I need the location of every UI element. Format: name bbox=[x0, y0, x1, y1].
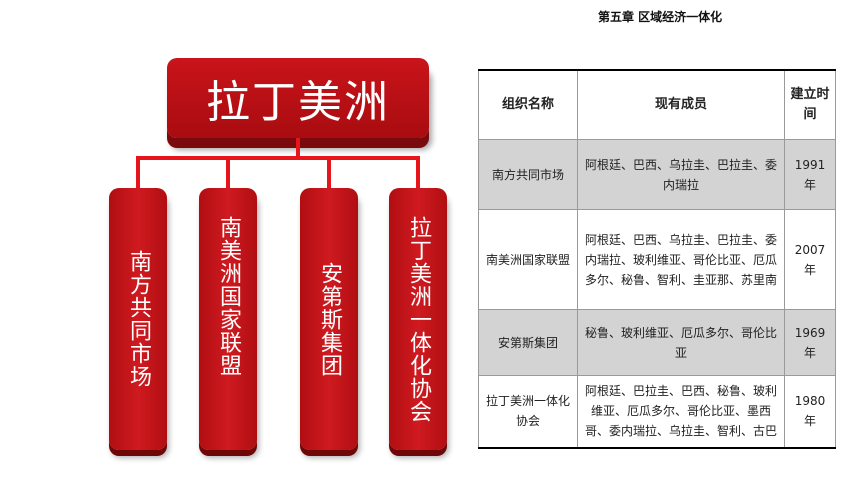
col-header-year: 建立时间 bbox=[784, 69, 836, 140]
cell-name: 安第斯集团 bbox=[478, 309, 578, 376]
branch-label: 拉丁美洲一体化协会 bbox=[406, 216, 431, 423]
table-row: 南方共同市场 阿根廷、巴西、乌拉圭、巴拉圭、委内瑞拉 1991 年 bbox=[478, 139, 836, 210]
branch-andean-group: 安第斯集团 bbox=[300, 188, 358, 450]
table-header-row: 组织名称 现有成员 建立时间 bbox=[478, 69, 836, 140]
cell-name: 南方共同市场 bbox=[478, 139, 578, 210]
cell-members: 阿根廷、巴西、乌拉圭、巴拉圭、委内瑞拉 bbox=[577, 139, 785, 210]
chapter-header: 第五章 区域经济一体化 bbox=[598, 10, 723, 24]
cell-year: 2007 年 bbox=[784, 209, 836, 310]
cell-members: 阿根廷、巴西、乌拉圭、巴拉圭、委内瑞拉、玻利维亚、哥伦比亚、厄瓜多尔、秘鲁、智利… bbox=[577, 209, 785, 310]
connector-branch-2 bbox=[226, 156, 230, 190]
connector-branch-3 bbox=[327, 156, 331, 190]
organization-table: 组织名称 现有成员 建立时间 南方共同市场 阿根廷、巴西、乌拉圭、巴拉圭、委内瑞… bbox=[478, 69, 836, 449]
cell-members: 秘鲁、玻利维亚、厄瓜多尔、哥伦比亚 bbox=[577, 309, 785, 376]
branch-unasur: 南美洲国家联盟 bbox=[199, 188, 257, 450]
cell-year: 1969 年 bbox=[784, 309, 836, 376]
connector-branch-4 bbox=[416, 156, 420, 190]
branch-mercosur: 南方共同市场 bbox=[109, 188, 167, 450]
table-row: 南美洲国家联盟 阿根廷、巴西、乌拉圭、巴拉圭、委内瑞拉、玻利维亚、哥伦比亚、厄瓜… bbox=[478, 209, 836, 310]
branch-label: 南美洲国家联盟 bbox=[216, 216, 241, 377]
branch-aladi: 拉丁美洲一体化协会 bbox=[389, 188, 447, 450]
cell-name: 南美洲国家联盟 bbox=[478, 209, 578, 310]
table-row: 拉丁美洲一体化协会 阿根廷、巴拉圭、巴西、秘鲁、玻利维亚、厄瓜多尔、哥伦比亚、墨… bbox=[478, 375, 836, 448]
branch-label: 安第斯集团 bbox=[317, 261, 342, 377]
table-row: 安第斯集团 秘鲁、玻利维亚、厄瓜多尔、哥伦比亚 1969 年 bbox=[478, 309, 836, 376]
cell-members: 阿根廷、巴拉圭、巴西、秘鲁、玻利维亚、厄瓜多尔、哥伦比亚、墨西哥、委内瑞拉、乌拉… bbox=[577, 375, 785, 448]
connector-trunk bbox=[296, 138, 300, 158]
cell-year: 1980 年 bbox=[784, 375, 836, 448]
connector-horizontal bbox=[136, 156, 420, 160]
col-header-members: 现有成员 bbox=[577, 69, 785, 140]
col-header-name: 组织名称 bbox=[478, 69, 578, 140]
connector-branch-1 bbox=[136, 156, 140, 190]
branch-label: 南方共同市场 bbox=[126, 250, 151, 388]
cell-name: 拉丁美洲一体化协会 bbox=[478, 375, 578, 448]
cell-year: 1991 年 bbox=[784, 139, 836, 210]
root-node-latin-america: 拉丁美洲 bbox=[167, 58, 429, 138]
